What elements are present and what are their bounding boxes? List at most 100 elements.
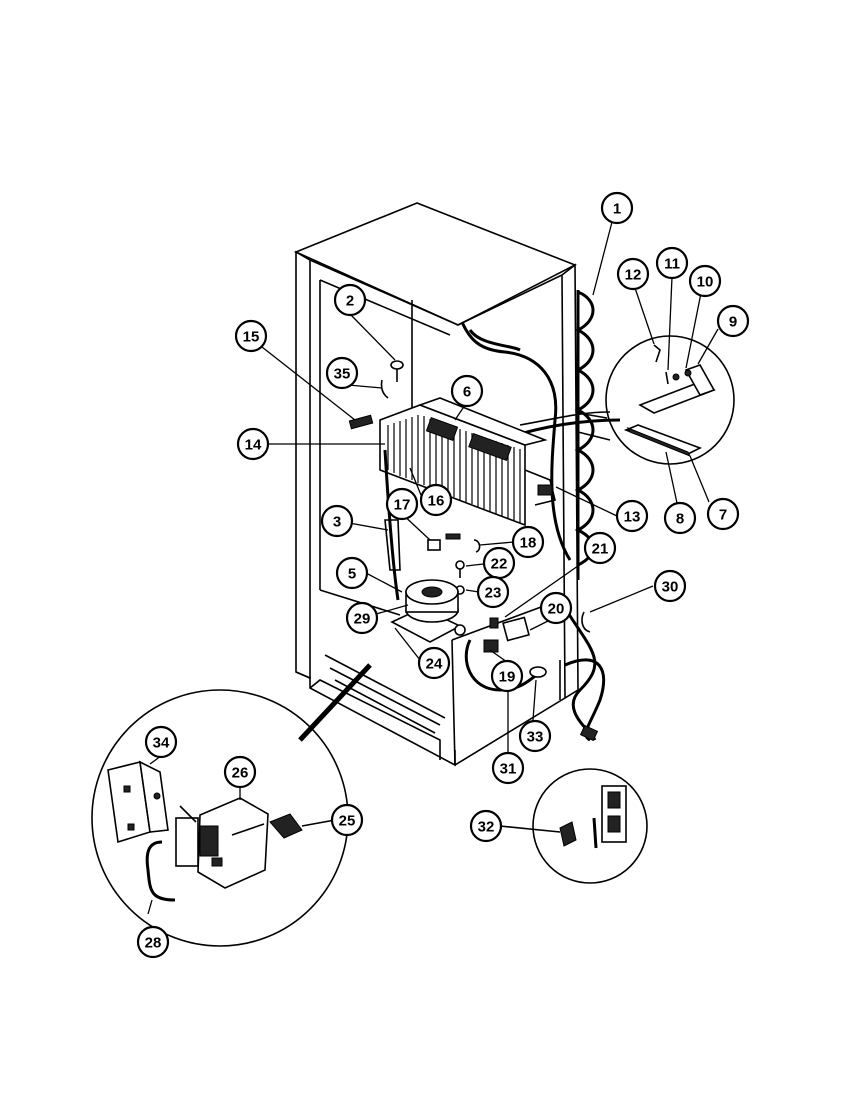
evaporator bbox=[379, 397, 556, 527]
callout-number: 14 bbox=[245, 437, 262, 454]
callout-circle bbox=[706, 497, 740, 531]
callout-circle bbox=[615, 499, 649, 533]
callout-10: 10 bbox=[688, 264, 722, 298]
small-hardware bbox=[348, 360, 481, 595]
callout-14: 14 bbox=[236, 427, 270, 461]
callout-number: 28 bbox=[145, 935, 162, 952]
callout-circle bbox=[655, 246, 689, 280]
callout-number: 16 bbox=[428, 493, 445, 510]
callout-8: 8 bbox=[663, 501, 697, 535]
callout-circle bbox=[688, 264, 722, 298]
detail-compressor-electrical-view bbox=[91, 663, 372, 947]
callout-circle bbox=[325, 356, 359, 390]
callout-number: 10 bbox=[697, 274, 714, 291]
callout-circle bbox=[539, 591, 573, 625]
callout-18: 18 bbox=[511, 525, 545, 559]
callout-number: 21 bbox=[592, 541, 609, 558]
callout-number: 9 bbox=[729, 314, 737, 331]
callout-circle bbox=[583, 531, 617, 565]
callout-circle bbox=[600, 191, 634, 225]
callout-circle bbox=[385, 487, 419, 521]
callout-circle bbox=[511, 525, 545, 559]
detail-bracket-view bbox=[577, 335, 735, 465]
callout-number: 32 bbox=[478, 819, 495, 836]
callout-circle bbox=[417, 646, 451, 680]
callout-circle bbox=[419, 483, 453, 517]
callout-circle bbox=[616, 257, 650, 291]
callout-number: 3 bbox=[333, 514, 341, 531]
callout-9: 9 bbox=[716, 304, 750, 338]
callout-31: 31 bbox=[491, 751, 525, 785]
callout-number: 22 bbox=[491, 556, 508, 573]
callout-circle bbox=[223, 755, 257, 789]
callout-number: 8 bbox=[676, 511, 684, 528]
callout-circle bbox=[236, 427, 270, 461]
callout-number: 31 bbox=[500, 761, 517, 778]
callout-15: 15 bbox=[234, 319, 268, 353]
callout-labels: 1235678910111213141516171819202122232425… bbox=[136, 191, 750, 959]
callout-circle bbox=[469, 809, 503, 843]
callout-circle bbox=[490, 659, 524, 693]
callout-22: 22 bbox=[482, 546, 516, 580]
callout-number: 35 bbox=[334, 366, 351, 383]
callout-circle bbox=[653, 569, 687, 603]
callout-24: 24 bbox=[417, 646, 451, 680]
callout-35: 35 bbox=[325, 356, 359, 390]
drain-tube bbox=[383, 449, 401, 601]
callout-circle bbox=[491, 751, 525, 785]
callout-circle bbox=[234, 319, 268, 353]
callout-number: 17 bbox=[394, 497, 411, 514]
callout-30: 30 bbox=[653, 569, 687, 603]
callout-29: 29 bbox=[345, 601, 379, 635]
compressor bbox=[390, 579, 466, 643]
callout-number: 25 bbox=[339, 813, 356, 830]
callout-circle bbox=[450, 374, 484, 408]
callout-number: 26 bbox=[232, 765, 249, 782]
callout-number: 20 bbox=[548, 601, 565, 618]
callout-circle bbox=[144, 725, 178, 759]
callout-12: 12 bbox=[616, 257, 650, 291]
cabinet bbox=[293, 202, 579, 767]
callout-2: 2 bbox=[333, 283, 367, 317]
callout-28: 28 bbox=[136, 925, 170, 959]
callout-number: 6 bbox=[463, 384, 471, 401]
callout-11: 11 bbox=[655, 246, 689, 280]
callout-circle bbox=[663, 501, 697, 535]
callout-25: 25 bbox=[330, 803, 364, 837]
callout-number: 24 bbox=[426, 656, 443, 673]
callout-circle bbox=[335, 556, 369, 590]
callout-number: 34 bbox=[153, 735, 170, 752]
callout-number: 18 bbox=[520, 535, 537, 552]
callout-6: 6 bbox=[450, 374, 484, 408]
callout-number: 30 bbox=[662, 579, 679, 596]
callout-number: 13 bbox=[624, 509, 641, 526]
callout-circle bbox=[716, 304, 750, 338]
callout-number: 5 bbox=[348, 566, 356, 583]
callout-number: 15 bbox=[243, 329, 260, 346]
callout-number: 11 bbox=[664, 256, 680, 273]
callout-7: 7 bbox=[706, 497, 740, 531]
callout-23: 23 bbox=[476, 575, 510, 609]
callout-32: 32 bbox=[469, 809, 503, 843]
callout-circle bbox=[476, 575, 510, 609]
callout-number: 23 bbox=[485, 585, 502, 602]
callout-number: 12 bbox=[625, 267, 642, 284]
callout-17: 17 bbox=[385, 487, 419, 521]
callout-number: 1 bbox=[613, 201, 621, 218]
callout-circle bbox=[330, 803, 364, 837]
callout-number: 2 bbox=[346, 293, 354, 310]
callout-19: 19 bbox=[490, 659, 524, 693]
callout-5: 5 bbox=[335, 556, 369, 590]
callout-circle bbox=[320, 504, 354, 538]
callout-number: 33 bbox=[527, 729, 544, 746]
callout-20: 20 bbox=[539, 591, 573, 625]
callout-circle bbox=[345, 601, 379, 635]
callout-33: 33 bbox=[518, 719, 552, 753]
callout-circle bbox=[136, 925, 170, 959]
callout-number: 19 bbox=[499, 669, 516, 686]
callout-1: 1 bbox=[600, 191, 634, 225]
callout-number: 7 bbox=[719, 507, 727, 524]
callout-3: 3 bbox=[320, 504, 354, 538]
callout-circle bbox=[518, 719, 552, 753]
